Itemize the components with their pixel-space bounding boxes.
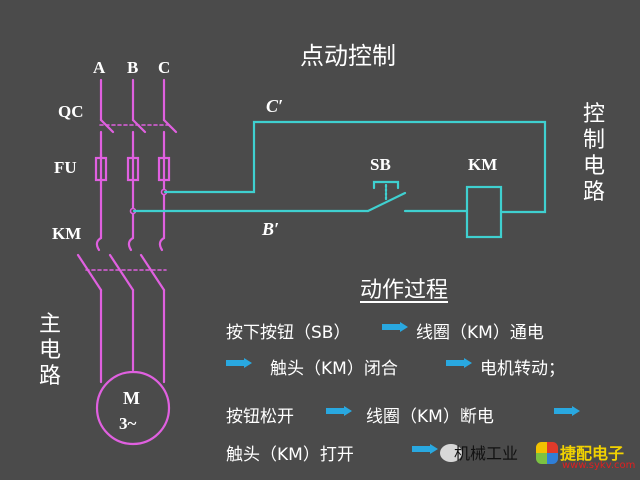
motor-label-m: M	[123, 388, 140, 408]
control-circuit-label: 控 制 电 路	[582, 102, 605, 205]
km-main-label: KM	[52, 224, 82, 243]
step-coil-deenergized: 线圈（KM）断电	[366, 407, 494, 427]
motor-label-phase: 3~	[119, 414, 137, 433]
sb-label: SB	[370, 155, 391, 174]
arrow-icon	[226, 358, 252, 368]
arrow-icon	[446, 358, 472, 368]
fu-label: FU	[54, 158, 77, 177]
step-motor-run: 电机转动；	[480, 359, 565, 379]
phase-label-b: B	[127, 58, 139, 77]
step-contact-open: 触头（KM）打开	[226, 445, 354, 465]
phase-label-c: C	[158, 58, 171, 77]
c-prime-label: C′	[266, 96, 284, 116]
b-prime-label: B′	[262, 219, 280, 239]
wechat-icon	[440, 444, 462, 462]
logo-icon	[536, 442, 558, 464]
watermark-text-left: 机械工业	[454, 444, 519, 463]
qc-label: QC	[58, 102, 84, 121]
watermark-brand: 捷配电子	[560, 444, 625, 463]
arrow-icon	[326, 406, 352, 416]
watermark: 机械工业 捷配电子 www.sykv.com	[440, 438, 640, 480]
arrow-icon	[382, 322, 408, 332]
arrow-icon	[412, 444, 438, 454]
main-circuit-label: 主 电 路	[38, 312, 61, 389]
step-press-button: 按下按钮（SB）	[226, 323, 351, 343]
arrow-icon	[554, 406, 580, 416]
step-contact-close: 触头（KM）闭合	[270, 359, 398, 379]
process-heading: 动作过程	[360, 278, 449, 303]
diagram-title: 点动控制	[300, 42, 396, 70]
km-coil-label: KM	[468, 155, 498, 174]
step-release-button: 按钮松开	[226, 407, 294, 427]
watermark-url: www.sykv.com	[562, 460, 636, 471]
step-coil-energized: 线圈（KM）通电	[416, 323, 544, 343]
phase-label-a: A	[93, 58, 106, 77]
